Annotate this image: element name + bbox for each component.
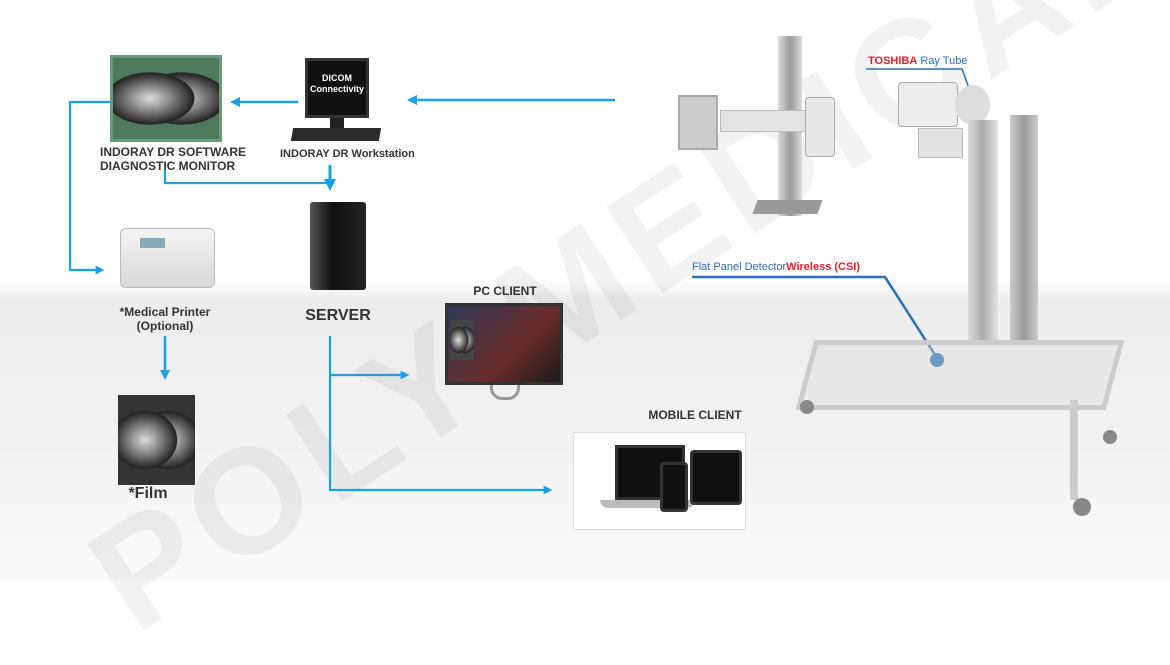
tablet	[690, 450, 742, 505]
diagnostic-monitor-label: INDORAY DR SOFTWARE DIAGNOSTIC MONITOR	[100, 145, 247, 173]
wall-control-panel	[805, 97, 835, 157]
rear-column	[1010, 115, 1038, 340]
server-tower	[310, 202, 366, 290]
phone	[660, 462, 688, 512]
diagnostic-monitor-line1: INDORAY DR SOFTWARE	[100, 145, 247, 159]
film-image	[118, 395, 195, 485]
detector-wireless: Wireless (CSI)	[786, 261, 861, 273]
printer-line2: (Optional)	[136, 319, 194, 333]
collimator	[918, 128, 963, 158]
table-leg-right	[1070, 400, 1078, 500]
detector-callout-dot	[930, 353, 944, 367]
workstation-monitor: DICOM Connectivity	[305, 58, 369, 118]
pc-client-label: PC CLIENT	[473, 284, 537, 298]
arrow-monitor-to-printer	[68, 100, 110, 275]
wall-detector-panel	[678, 95, 718, 150]
wheel	[1073, 498, 1091, 516]
printer-label: *Medical Printer (Optional)	[105, 305, 225, 333]
laptop-base	[600, 500, 695, 508]
tube-housing	[955, 85, 990, 125]
wheel	[1103, 430, 1117, 444]
wall-stand-arm	[720, 110, 810, 132]
detector-callout: Flat Panel DetectorWireless (CSI)	[692, 261, 860, 273]
tube-head	[898, 82, 958, 127]
workstation-stand	[330, 118, 344, 128]
detector-text: Flat Panel Detector	[692, 261, 787, 273]
pc-client-stand	[490, 385, 520, 400]
ray-tube-callout: TOSHIBA Ray Tube	[868, 55, 967, 67]
toshiba-brand: TOSHIBA	[868, 55, 918, 67]
wheel	[800, 400, 814, 414]
tube-column	[968, 120, 998, 340]
dicom-line2: Connectivity	[309, 84, 364, 94]
wall-stand-base	[752, 200, 823, 214]
connection-arrows	[68, 68, 976, 495]
printer-image	[120, 228, 215, 288]
ray-tube-text: Ray Tube	[917, 55, 968, 67]
arrow-server-branches	[328, 336, 553, 495]
line-monitor-to-server	[163, 170, 330, 185]
keyboard	[290, 128, 382, 141]
mobile-client-label: MOBILE CLIENT	[648, 408, 742, 422]
dicom-line1: DICOM	[322, 73, 352, 83]
printer-display	[140, 238, 165, 248]
detector-callout-line	[692, 275, 939, 359]
server-label: SERVER	[305, 307, 371, 324]
workstation-label: INDORAY DR Workstation	[280, 148, 415, 160]
diagnostic-monitor-line2: DIAGNOSTIC MONITOR	[100, 159, 236, 173]
diagnostic-monitor-image	[110, 55, 222, 142]
printer-line1: *Medical Printer	[119, 305, 211, 319]
pc-client-xray-thumb	[450, 320, 474, 360]
film-label: *Film	[128, 485, 168, 502]
